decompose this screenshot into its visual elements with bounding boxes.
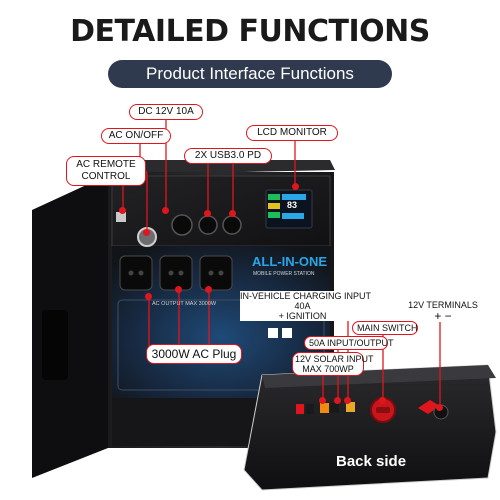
dot-dc [162,207,169,214]
brand-name: ALL-IN-ONE [252,254,328,269]
io-connector-orange [320,403,329,413]
terminal-positive [418,400,440,414]
callout-ac-plug: 3000W AC Plug [146,344,242,364]
vehicle-connector [346,402,355,412]
dot-main-switch [379,397,386,404]
subtitle-pill: Product Interface Functions [108,60,392,88]
note-terminals-line2: + − [434,309,452,323]
dot-terminals [436,404,443,411]
dc-socket [171,214,193,236]
callout-solar-line1: 12V SOLAR INPUT [295,354,374,364]
callout-main-switch: MAIN SWITCH [352,321,418,335]
callout-solar-line2: MAX 700WP [302,364,354,374]
note-in-vehicle-line2: 40A [294,301,311,311]
solar-connector-red [296,404,304,414]
dot-usb-1 [204,210,211,217]
qr-code-2 [282,328,292,338]
callout-50a: 50A INPUT/OUTPUT [304,336,394,350]
callout-ac-onoff: AC ON/OFF [101,128,171,144]
note-in-vehicle-line1: IN-VEHICLE CHARGING INPUT [240,291,372,301]
solar-connector-black [306,404,314,414]
lcd-value: 83 [287,200,298,210]
brand-tagline: MOBILE POWER STATION [253,271,315,277]
page-title: DETAILED FUNCTIONS [70,14,430,49]
dot-50a [334,397,341,404]
back-side-label: Back side [336,453,407,470]
dot-ac-plug-2 [175,286,182,293]
dot-ac-plug-3 [205,286,212,293]
dot-ac-remote [119,207,126,214]
note-in-vehicle-line3: + IGNITION [278,311,327,321]
io-connector-black [330,403,339,413]
ac-output-text: AC OUTPUT MAX 3000W [152,301,217,307]
note-terminals: 12V TERMINALS + − [408,300,478,322]
dot-solar [319,397,326,404]
dot-usb-2 [229,210,236,217]
callout-ac-remote: AC REMOTE CONTROL [66,156,146,186]
callout-solar: 12V SOLAR INPUT MAX 700WP [292,352,374,376]
callout-usb: 2X USB3.0 PD [184,148,272,164]
ac-sockets [119,255,233,291]
callout-lcd: LCD MONITOR [246,125,338,141]
usb-port-2 [222,215,242,235]
note-in-vehicle: IN-VEHICLE CHARGING INPUT 40A + IGNITION [240,291,372,321]
callout-ac-remote-line2: CONTROL [81,171,131,182]
note-terminals-line1: 12V TERMINALS [408,300,478,310]
ac-remote-port [116,212,126,222]
back-side-inset [243,364,497,491]
qr-code-1 [268,328,278,338]
dot-vehicle [344,397,351,404]
callout-ac-remote-line1: AC REMOTE [76,159,136,170]
usb-port-1 [198,215,218,235]
callout-dc: DC 12V 10A [129,104,203,120]
dot-ac-onoff [143,229,150,236]
dot-ac-plug-1 [145,293,152,300]
side-handle [42,310,68,380]
dot-lcd [292,183,299,190]
